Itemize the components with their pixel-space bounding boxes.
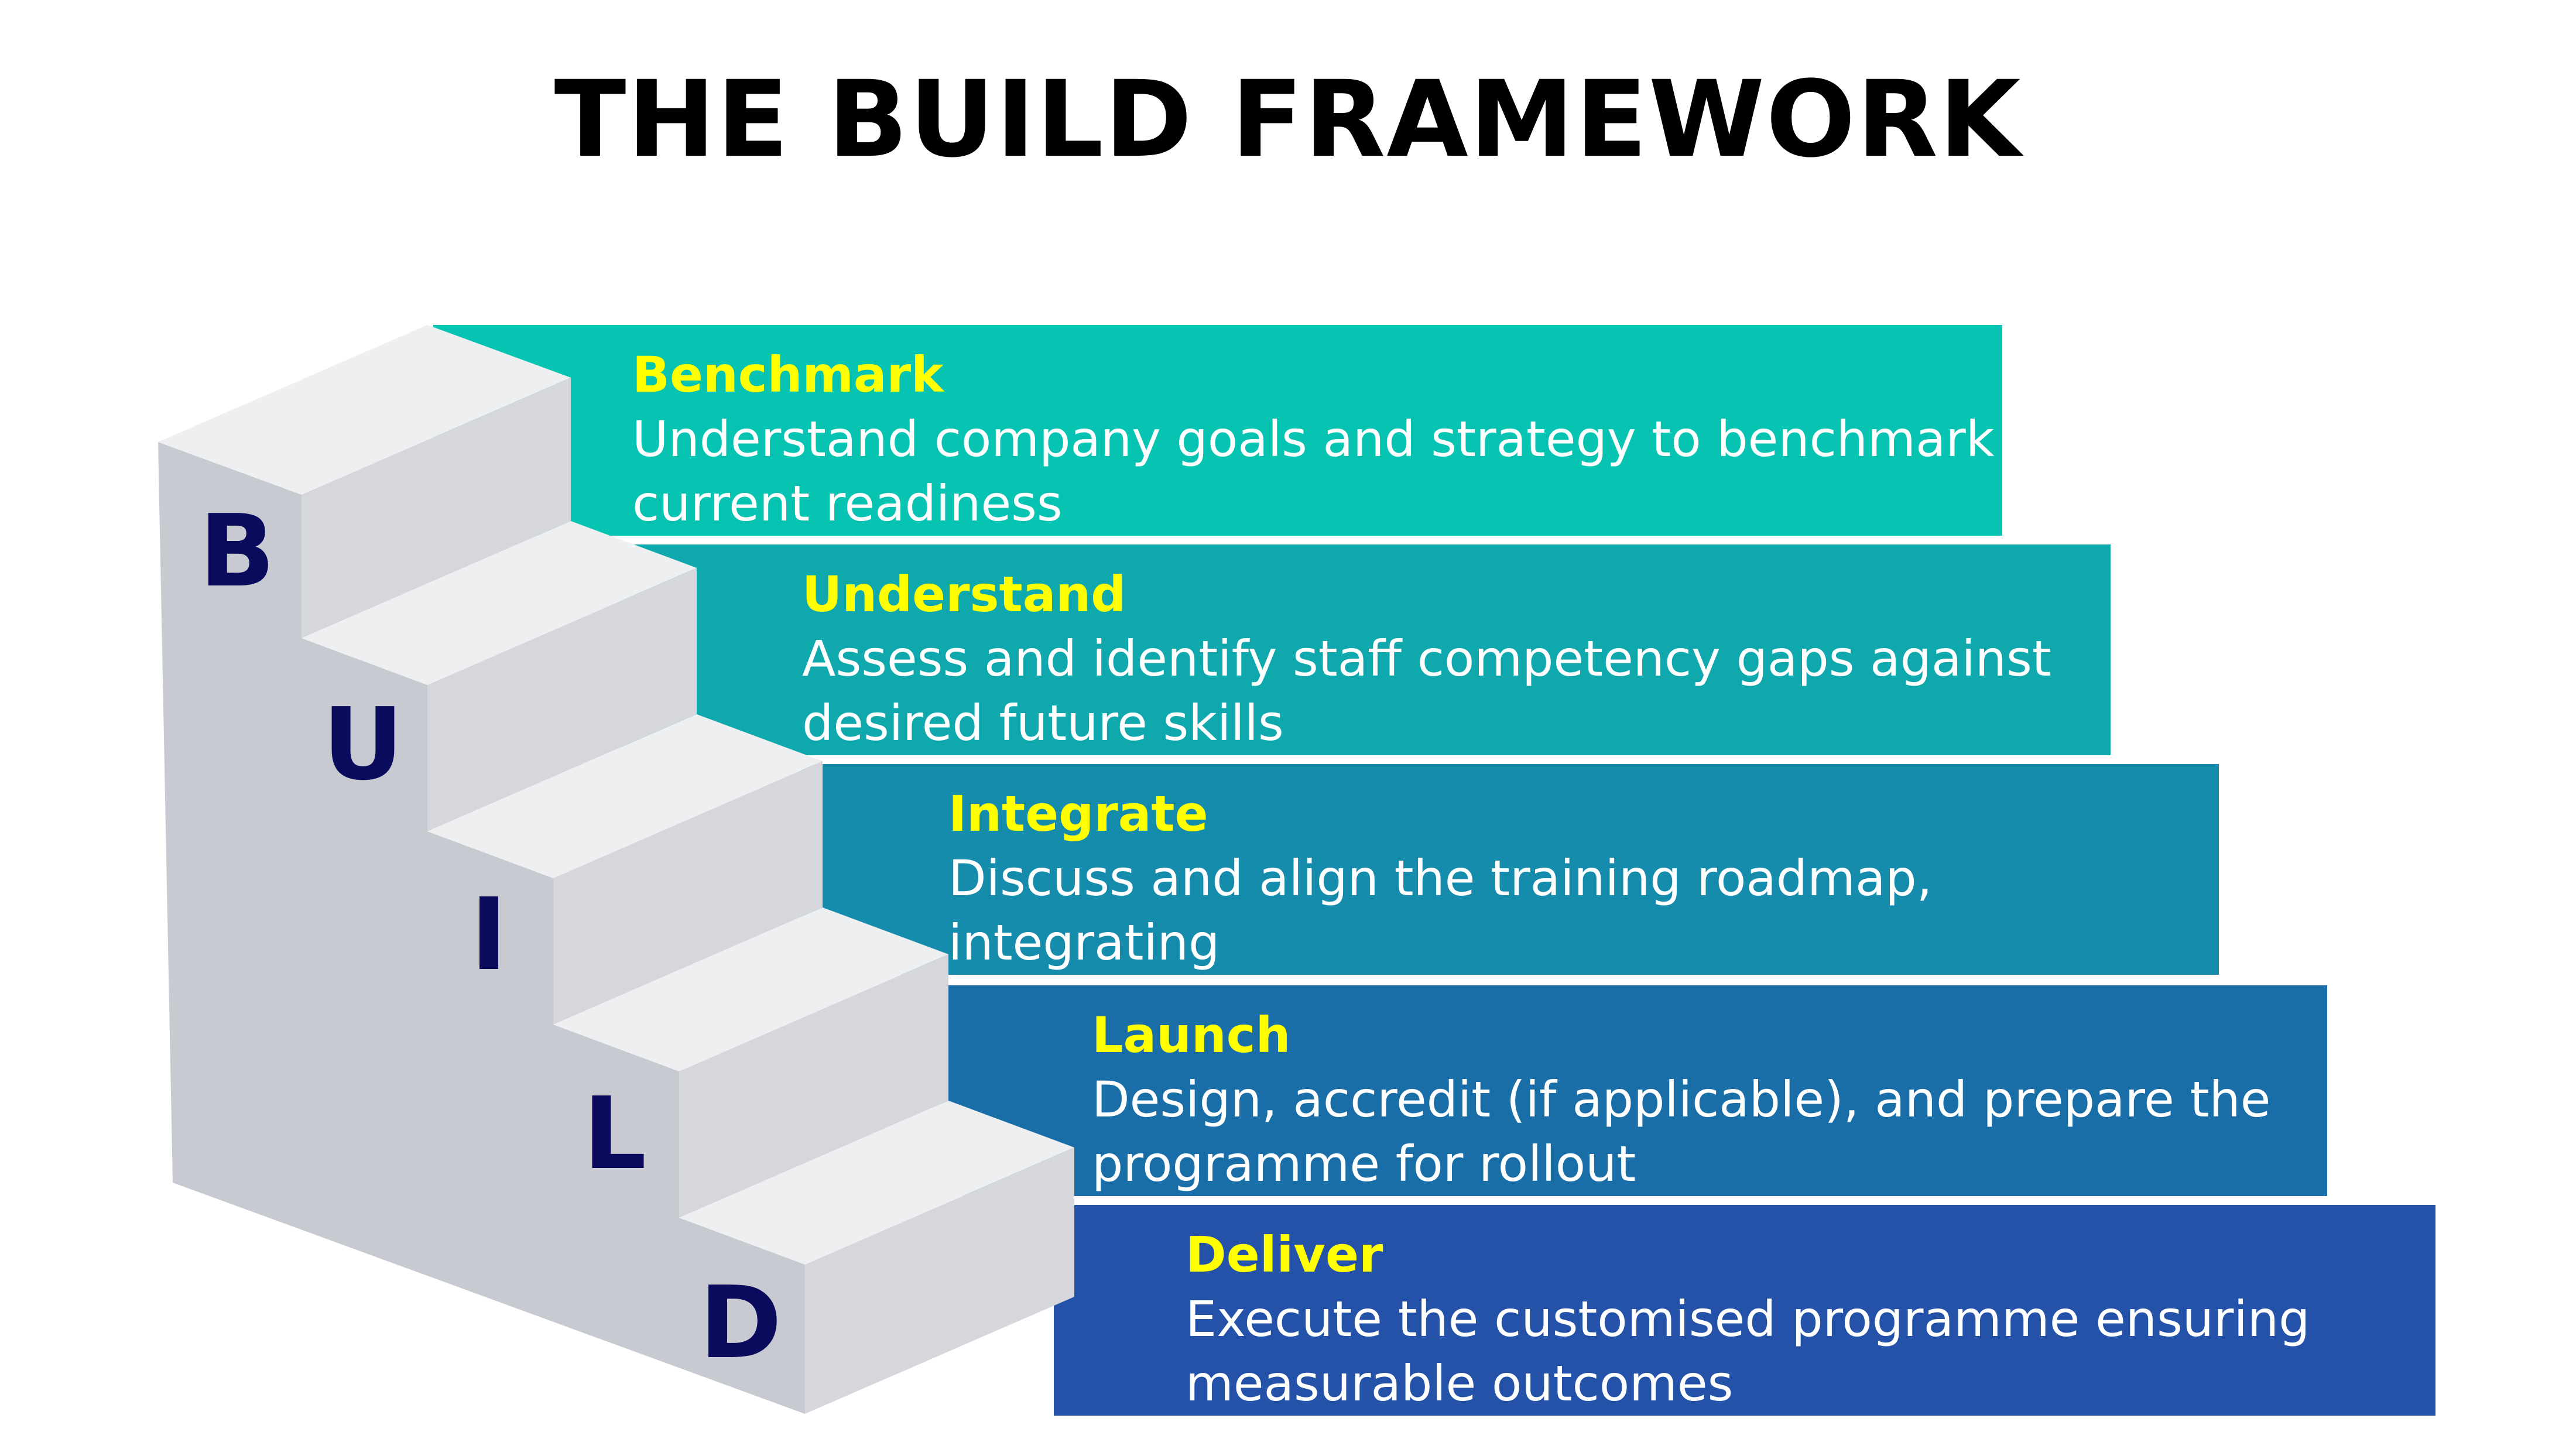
stair-riser-3 [553, 761, 823, 1025]
step-label: Understand [802, 566, 1126, 623]
stair-riser-2 [427, 568, 697, 831]
step-band-understand: Understand Assess and identify staff com… [621, 544, 2111, 755]
step-label: Benchmark [632, 346, 944, 403]
step-label: Integrate [948, 785, 1208, 842]
step-letter-d: D [699, 1265, 782, 1381]
step-label: Deliver [1186, 1226, 1383, 1283]
step-band-benchmark: Benchmark Understand company goals and s… [433, 325, 2002, 536]
step-letter-b: B [199, 494, 275, 609]
stair-tread-4 [553, 907, 948, 1071]
step-letter-l: L [583, 1076, 646, 1192]
step-label: Launch [1092, 1006, 1291, 1064]
step-band-deliver: Deliver Execute the customised programme… [1054, 1205, 2435, 1416]
stair-side-face [158, 442, 805, 1414]
step-letter-u: U [323, 687, 403, 803]
step-letter-i: I [470, 877, 507, 993]
stair-tread-3 [427, 714, 823, 878]
step-description: Assess and identify staff competency gap… [802, 630, 2051, 752]
page-title: THE BUILD FRAMEWORK [554, 59, 2022, 181]
stair-riser-5 [805, 1147, 1074, 1414]
stair-riser-4 [679, 954, 948, 1218]
step-description: Understand company goals and strategy to… [632, 410, 1995, 532]
stair-tread-2 [302, 521, 697, 685]
step-band-launch: Launch Design, accredit (if applicable),… [937, 985, 2327, 1196]
step-description: Execute the customised programme ensurin… [1186, 1290, 2310, 1412]
stair-tread-5 [679, 1101, 1074, 1265]
step-description: Design, accredit (if applicable), and pr… [1092, 1071, 2271, 1193]
stair-riser-1 [302, 378, 571, 638]
stair-tread-1 [158, 325, 571, 495]
